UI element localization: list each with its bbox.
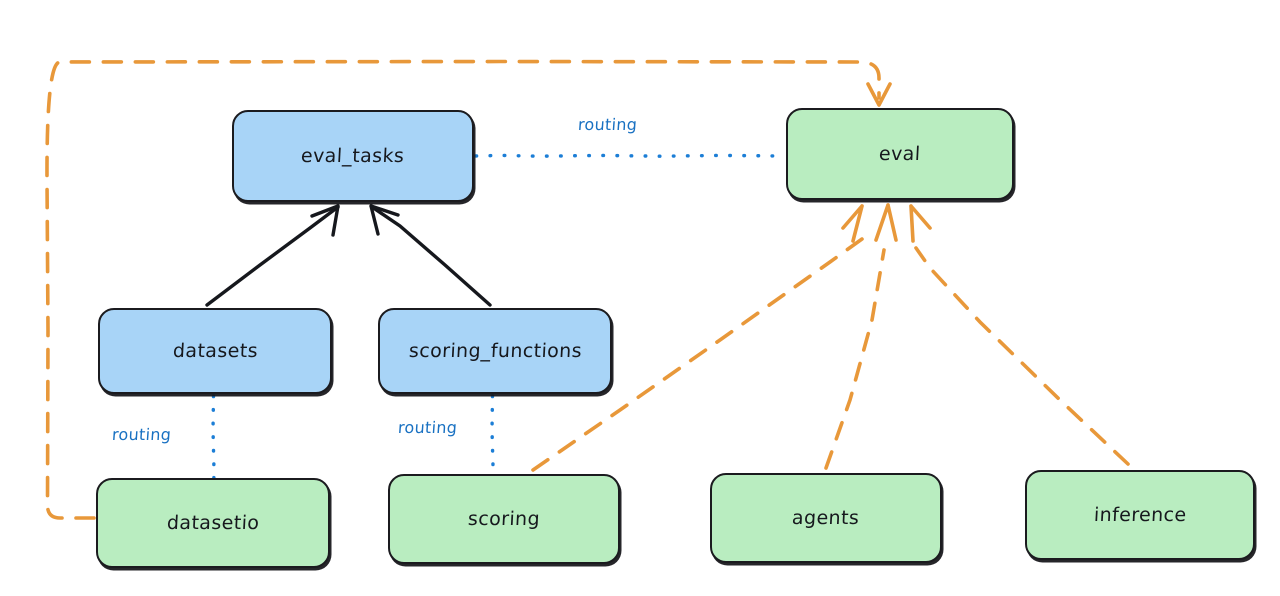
node-label-eval-tasks: eval_tasks (300, 145, 406, 167)
node-label-datasetio: datasetio (166, 512, 260, 534)
node-datasetio[interactable]: datasetio (96, 478, 330, 568)
node-label-agents: agents (791, 507, 861, 529)
node-label-eval: eval (878, 143, 922, 165)
node-label-scoring: scoring (467, 508, 541, 530)
node-label-inference: inference (1093, 504, 1187, 526)
node-eval-tasks[interactable]: eval_tasks (232, 110, 474, 202)
node-scoring[interactable]: scoring (388, 474, 620, 564)
edge-label-routing-scoring-functions-scoring: routing (397, 418, 458, 437)
node-datasets[interactable]: datasets (98, 308, 332, 394)
node-label-scoring-functions: scoring_functions (407, 340, 583, 362)
edge-agents-to-eval (824, 203, 898, 470)
edge-scoring_functions-to-eval_tasks (369, 204, 492, 307)
edge-label-routing-datasets-datasetio: routing (111, 425, 172, 444)
node-label-datasets: datasets (171, 340, 259, 362)
node-eval[interactable]: eval (786, 108, 1014, 200)
node-inference[interactable]: inference (1025, 470, 1255, 560)
edge-eval_tasks-to-eval (474, 153, 786, 158)
edge-inference-to-eval (909, 204, 1130, 466)
node-scoring-functions[interactable]: scoring_functions (378, 308, 612, 394)
edge-datasets-to-eval_tasks (205, 204, 340, 307)
node-agents[interactable]: agents (710, 473, 942, 563)
edge-label-routing-eval-tasks-eval: routing (577, 115, 638, 134)
